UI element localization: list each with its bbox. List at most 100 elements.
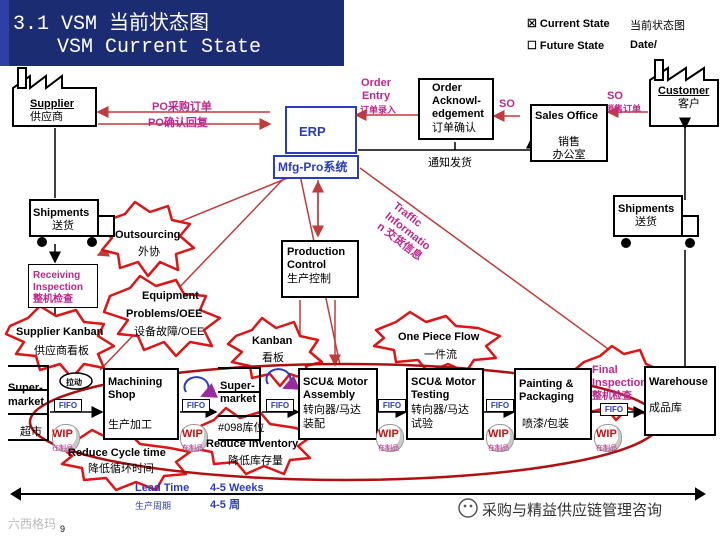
lead-time-label: Lead Time (135, 482, 190, 494)
po-confirm-label: PO确认回复 (148, 117, 208, 129)
receiving-line-1: Receiving (33, 270, 81, 281)
fifo-lane-2: FIFO (182, 399, 210, 412)
process-machining-cn: 生产加工 (108, 419, 152, 431)
erp-box: ERP (285, 106, 357, 154)
pull-badge (59, 372, 93, 390)
truck-icon-right (613, 195, 699, 248)
process-assembly-cn-2: 装配 (303, 418, 325, 430)
lead-time-value-cn: 4-5 周 (210, 499, 240, 511)
pull-arrow-icon-2 (265, 368, 301, 390)
fifo-lane-1: FIFO (54, 399, 82, 412)
truck-icon-left (29, 199, 115, 247)
kanban-label: Kanban (252, 335, 293, 347)
shipments-right-label: Shipments (618, 203, 675, 215)
process-testing-cn-2: 试验 (411, 418, 433, 430)
wip-icon-1 (52, 424, 80, 452)
one-piece-flow-cn: 一件流 (424, 349, 457, 361)
fifo-lane-6: FIFO (600, 403, 628, 416)
wip-cn-3: 在制品 (378, 445, 399, 452)
kaizen-burst-outsourcing (98, 200, 196, 278)
customer-label: Customer (658, 85, 710, 97)
supplier-kanban-label: Supplier Kanban (16, 326, 104, 338)
supermarket-mid-line-1: Super- (220, 380, 255, 392)
customer-factory-icon (649, 59, 719, 127)
supplier-label-cn: 供应商 (30, 111, 63, 123)
warehouse-label: Warehouse (649, 376, 708, 388)
sales-office-cn-1: 销售 (558, 136, 580, 148)
production-control-line-1: Production (287, 246, 346, 258)
receiving-cn: 整机检查 (33, 294, 73, 305)
kaizen-burst-equipment (102, 274, 222, 358)
notify-shipping-label: 通知发货 (428, 157, 472, 169)
fifo-lane-5: FIFO (486, 399, 514, 412)
po-order-label: PO采购订单 (152, 101, 212, 113)
order-entry-label: Order (361, 77, 391, 89)
reduce-cycle-label: Reduce Cycle time (68, 447, 166, 459)
warehouse-cn: 成品库 (649, 402, 682, 414)
sales-office-box: Sales Office 销售 办公室 (530, 104, 608, 162)
legend-current: ☒ Current State (527, 18, 610, 30)
order-ack-line-3: edgement (432, 108, 484, 120)
process-machining-shop: Machining Shop 生产加工 (103, 368, 179, 440)
production-control-cn: 生产控制 (287, 273, 331, 285)
supermarket-left-cn: 超市 (20, 426, 42, 438)
wip-icon-3 (376, 424, 404, 452)
outsourcing-label: Outsourcing (115, 229, 181, 241)
process-machining-line-2: Shop (108, 389, 136, 401)
wip-cn-4: 在制品 (488, 445, 509, 452)
supermarket-left-line-2: market (8, 396, 45, 408)
so-label-1: SO (499, 98, 515, 110)
sales-office-label: Sales Office (535, 110, 598, 122)
legend-current-cn: 当前状态图 (630, 20, 685, 32)
wip-icon-5 (594, 424, 622, 452)
title-banner: 3.1 VSM 当前状态图 VSM Current State (0, 0, 344, 66)
lead-time-value: 4-5 Weeks (210, 482, 264, 494)
legend-future: ☐ Future State (527, 40, 605, 52)
order-ack-line-1: Order (432, 82, 462, 94)
order-acknowledgement-box: Order Acknowl- edgement 订单确认 (418, 78, 494, 140)
final-inspection-line-2: Inspection (592, 377, 648, 389)
fifo-lane-4: FIFO (378, 399, 406, 412)
reduce-inventory-cn: 降低库存量 (228, 455, 283, 467)
page-number: 9 (60, 524, 66, 534)
supplier-kanban-cn: 供应商看板 (34, 345, 89, 357)
outsourcing-cn: 外协 (138, 246, 160, 258)
wip-label-1: WIP (52, 428, 73, 440)
production-control-line-2: Control (287, 259, 327, 271)
supplier-label: Supplier (30, 98, 75, 110)
supermarket-shelf-mid (218, 367, 261, 441)
production-control-box: Production Control 生产控制 (281, 240, 359, 298)
sales-office-cn-2: 办公室 (552, 149, 586, 161)
watermark-right: 采购与精益供应链管理咨询 (482, 502, 663, 519)
process-assembly-line-2: Assembly (303, 389, 355, 401)
order-ack-cn: 订单确认 (432, 122, 476, 134)
supplier-factory-icon (12, 67, 97, 127)
process-scu-testing: SCU& Motor Testing 转向器/马达 试验 (406, 368, 484, 440)
process-painting-packaging: Painting & Packaging 喷漆/包装 (514, 368, 592, 440)
wechat-logo-icon (458, 498, 478, 518)
legend-date: Date/ (630, 39, 657, 51)
shipments-left-label: Shipments (33, 207, 90, 219)
so-label-2-cn: 销售订单 (605, 104, 642, 114)
title-line-2: VSM Current State (57, 36, 262, 59)
watermark-left: 六西格玛 (8, 517, 57, 531)
lead-time-bar (10, 487, 706, 501)
supermarket-mid-line-2: market (220, 393, 257, 405)
process-painting-cn: 喷漆/包装 (522, 418, 570, 430)
wip-label-5: WIP (596, 428, 617, 440)
wip-label-2: WIP (182, 428, 203, 440)
process-testing-line-2: Testing (411, 389, 450, 401)
shipments-right-cn: 送货 (635, 216, 657, 228)
process-testing-cn-1: 转向器/马达 (411, 404, 470, 416)
wip-cn-2: 在制品 (182, 445, 203, 452)
final-inspection-cn: 整机检查 (592, 391, 632, 402)
pull-arrows (183, 368, 301, 398)
reduce-inventory-location: #098库位 (218, 422, 265, 434)
supermarket-shelf-left (8, 365, 49, 441)
so-label-2: SO (607, 90, 623, 102)
order-ack-line-2: Acknowl- (432, 95, 481, 107)
wip-icon-2 (180, 424, 208, 452)
process-assembly-cn-1: 转向器/马达 (303, 404, 362, 416)
wip-cn-5: 在制品 (596, 445, 617, 452)
